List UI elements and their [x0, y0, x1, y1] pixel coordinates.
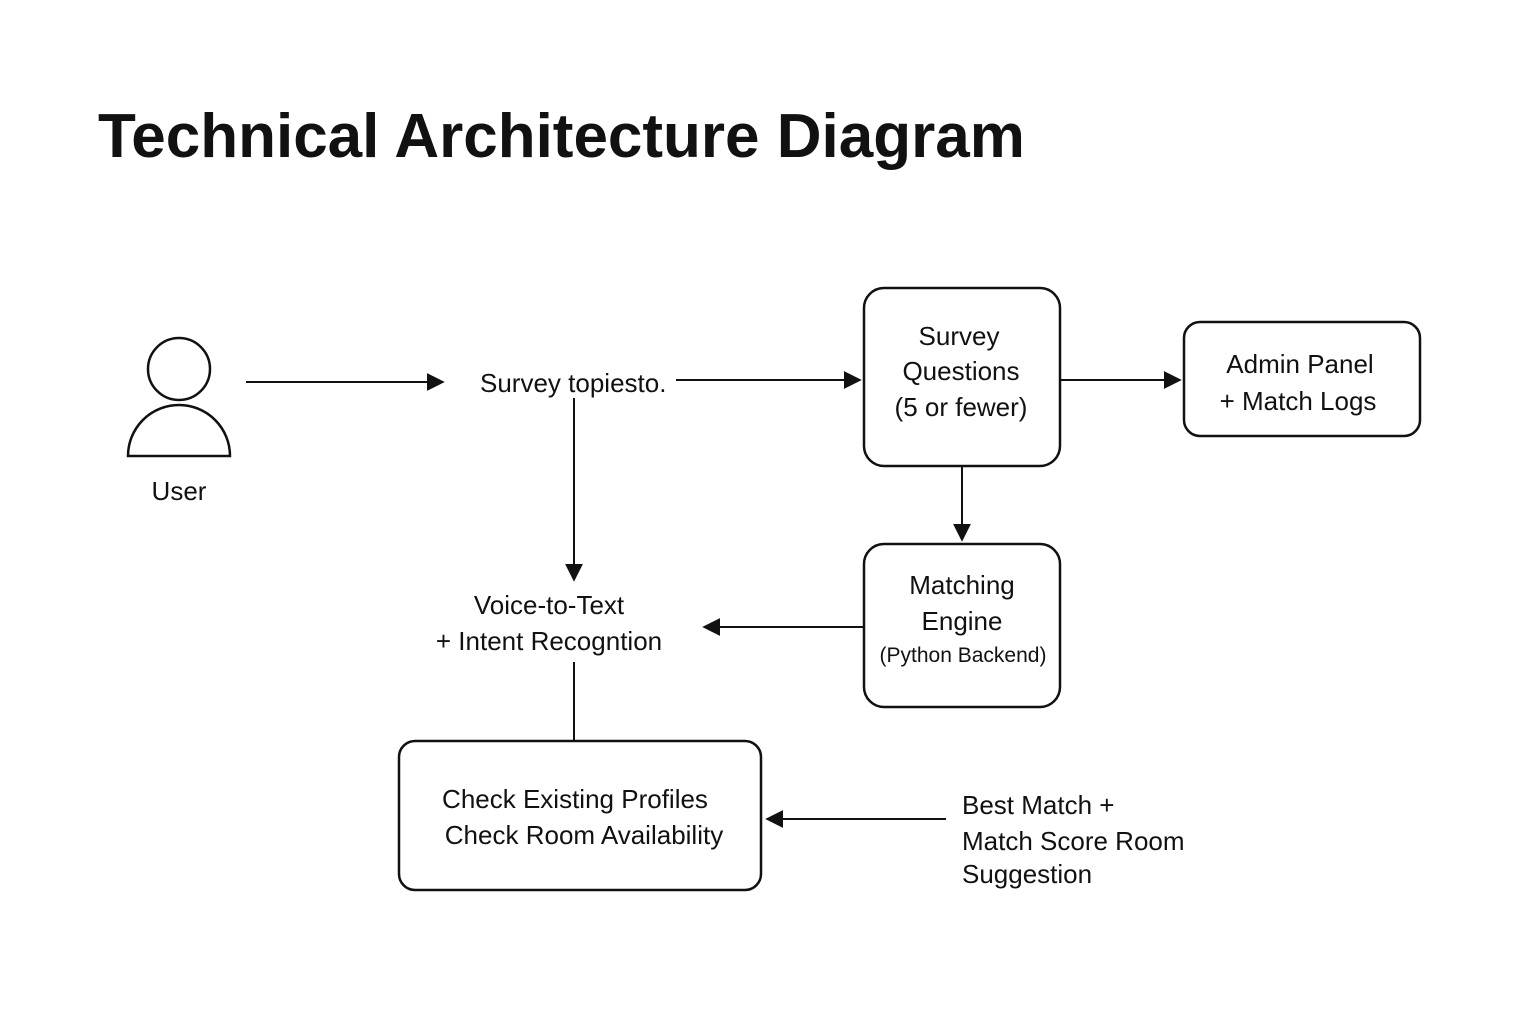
- survey-questions-line-1: Survey: [919, 321, 1000, 351]
- survey-topics-label: Survey topiesto.: [480, 368, 666, 398]
- check-profiles-box: [397, 739, 763, 892]
- best-match-line-3: Suggestion: [962, 859, 1092, 889]
- survey-questions-line-2: Questions: [902, 356, 1019, 386]
- best-match-line-1: Best Match +: [962, 790, 1114, 820]
- best-match-line-2: Match Score Room: [962, 826, 1185, 856]
- diagram-title: Technical Architecture Diagram: [98, 102, 1025, 171]
- voice-to-text-line-1: Voice-to-Text: [474, 590, 625, 620]
- best-match-node: Best Match + Match Score Room Suggestion: [962, 790, 1185, 889]
- survey-questions-line-3: (5 or fewer): [895, 392, 1028, 422]
- check-profiles-line-2: Check Room Availability: [445, 820, 723, 850]
- voice-to-text-line-2: + Intent Recogntion: [436, 626, 662, 656]
- user-label: User: [152, 476, 207, 506]
- admin-panel-line-2: + Match Logs: [1220, 386, 1377, 416]
- matching-engine-line-3: (Python Backend): [880, 644, 1047, 667]
- matching-engine-node: Matching Engine (Python Backend): [862, 542, 1062, 709]
- admin-panel-node: Admin Panel + Match Logs: [1182, 320, 1422, 438]
- survey-questions-node: Survey Questions (5 or fewer): [862, 286, 1062, 468]
- admin-panel-box: [1182, 320, 1422, 438]
- matching-engine-line-2: Engine: [922, 606, 1003, 636]
- user-icon: [126, 336, 232, 458]
- user-node: User: [126, 336, 232, 506]
- matching-engine-box: [862, 542, 1062, 709]
- matching-engine-line-1: Matching: [909, 570, 1015, 600]
- check-profiles-node: Check Existing Profiles Check Room Avail…: [397, 739, 763, 892]
- voice-to-text-node: Voice-to-Text + Intent Recogntion: [436, 590, 662, 656]
- check-profiles-line-1: Check Existing Profiles: [442, 784, 708, 814]
- admin-panel-line-1: Admin Panel: [1226, 349, 1373, 379]
